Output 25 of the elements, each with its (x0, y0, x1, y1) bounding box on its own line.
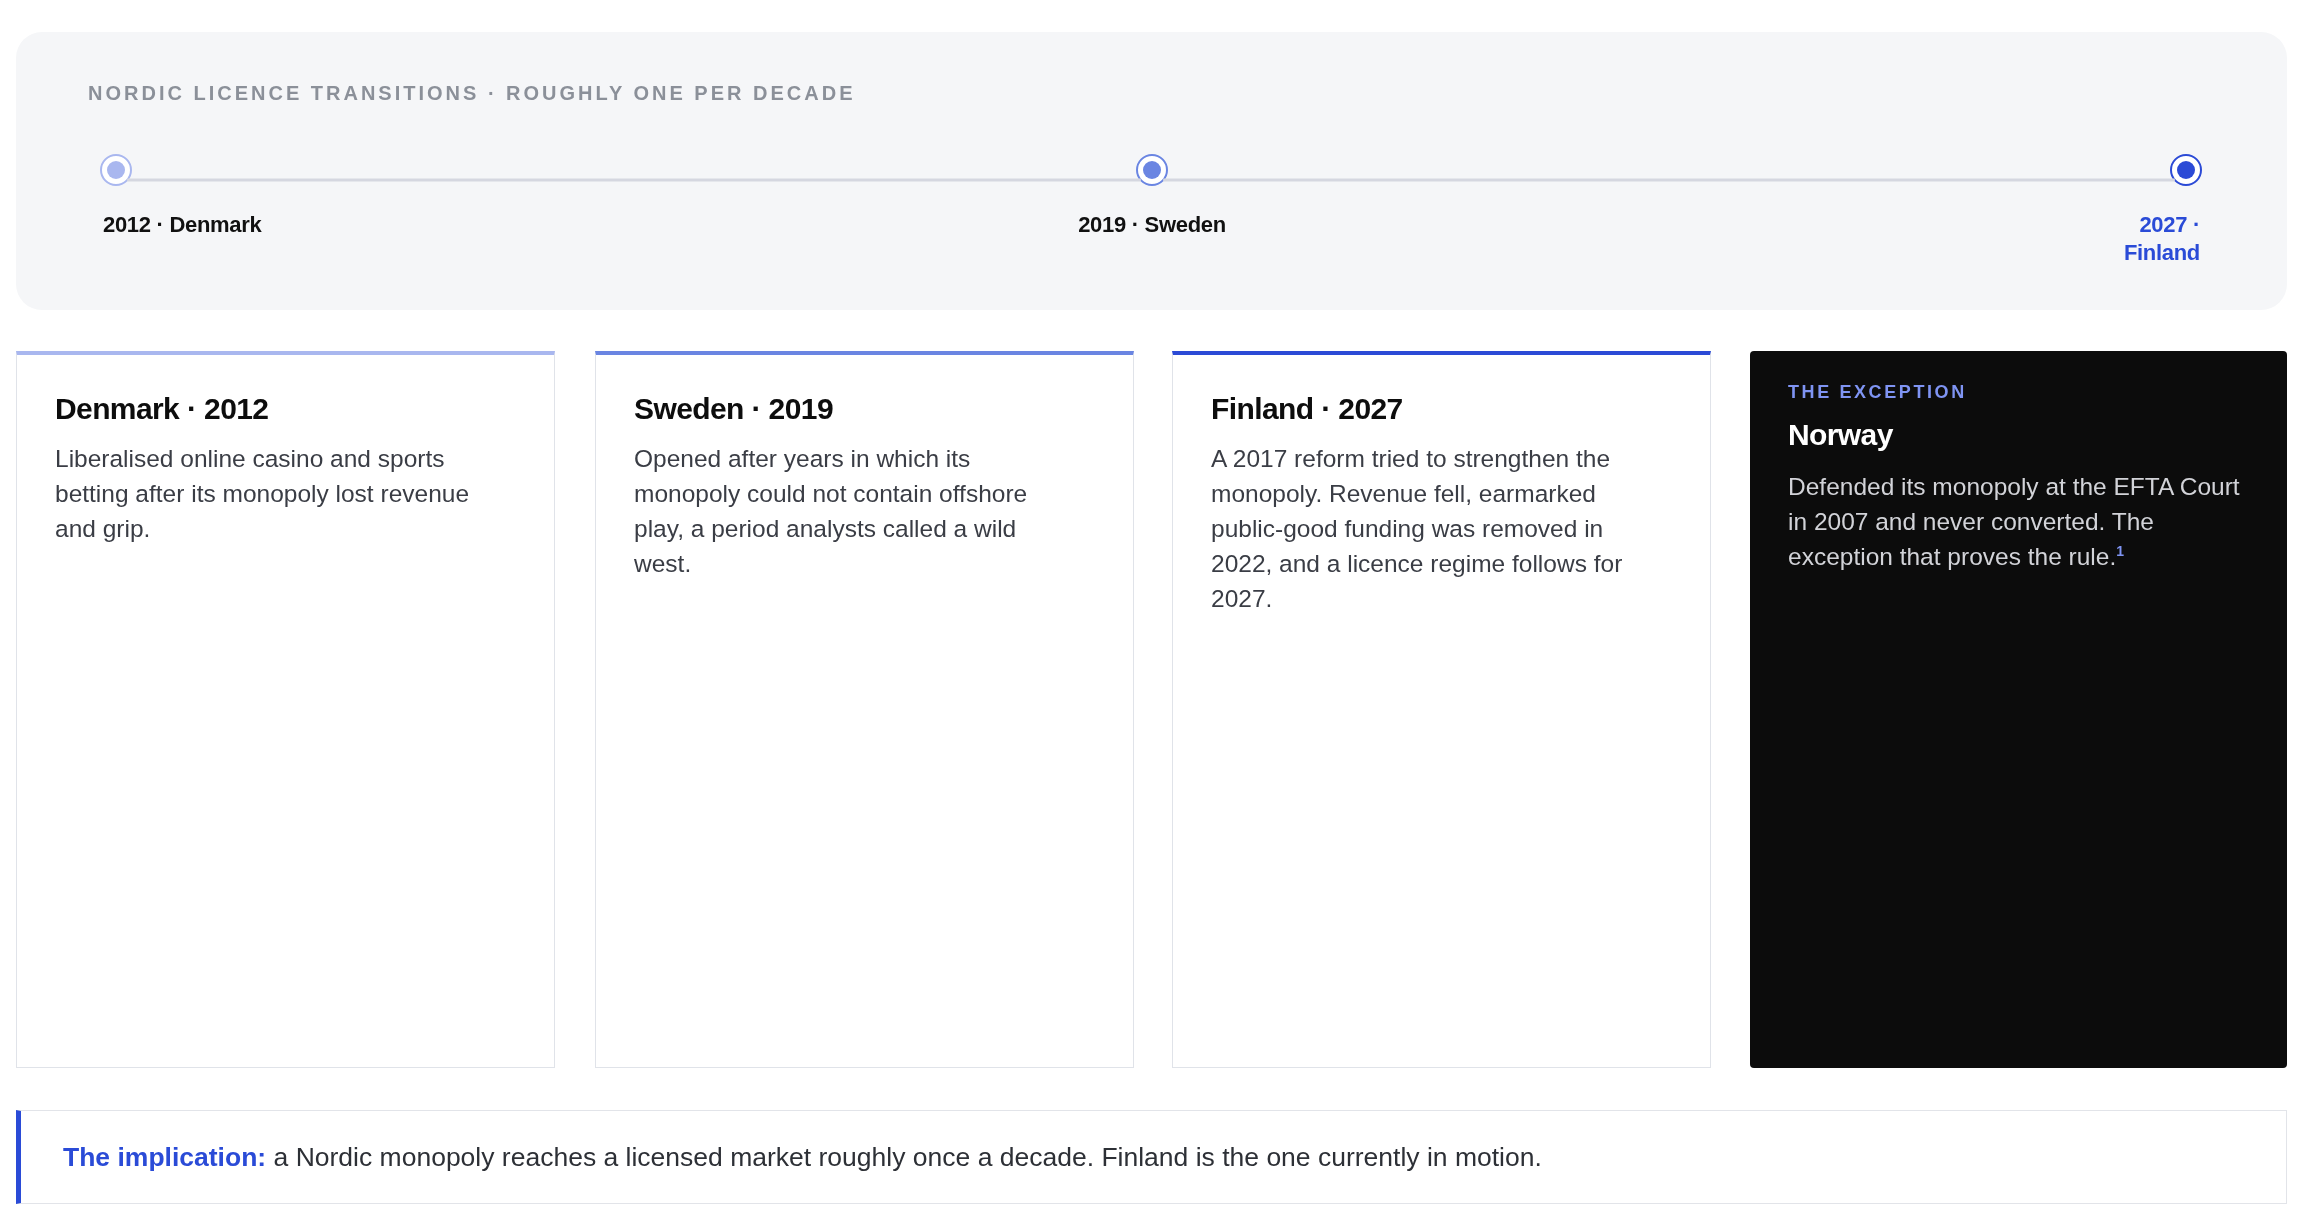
card-text: A 2017 reform tried to strengthen the monopoly. Revenue fell, earmarked public-good funding was removed in 2022, and a licence regime follows for 2027. (1211, 444, 1624, 614)
timeline-label: 2012 · Denmark (103, 211, 262, 239)
card-title: Denmark · 2012 (55, 391, 270, 427)
timeline-panel (16, 32, 2287, 310)
timeline-label: 2019 · Sweden (1077, 211, 1227, 239)
callout-text: The implication: a Nordic monopoly reaches a licensed market roughly once a decade. Finland is the one currently in motion. (63, 1141, 1542, 1173)
timeline-line (127, 178, 1141, 182)
country-card (1172, 351, 1711, 1068)
timeline-dot-icon (100, 154, 132, 186)
card-title: Sweden · 2019 (634, 391, 834, 427)
timeline-dot-icon (2170, 154, 2202, 186)
country-card (595, 351, 1134, 1068)
card-kicker: THE EXCEPTION (1788, 381, 1968, 403)
exception-card (1750, 351, 2287, 1068)
timeline-dot-icon (1136, 154, 1168, 186)
implication-callout (16, 1110, 2287, 1204)
card-text: Opened after years in which its monopoly could not contain offshore play, a period analysts called a wild west. (634, 444, 1029, 579)
timeline-label: 2027 · Finland (2122, 211, 2200, 267)
panel-heading: NORDIC LICENCE TRANSITIONS · ROUGHLY ONE PER DECADE (88, 82, 856, 105)
card-text: Liberalised online casino and sports betting after its monopoly lost revenue and grip. (55, 444, 470, 544)
card-title: Norway (1788, 417, 1894, 453)
card-text: Defended its monopoly at the EFTA Court in 2007 and never converted. The exception that proves the rule.$^{1}$ (1788, 472, 2241, 572)
card-title: Finland · 2027 (1211, 391, 1404, 427)
country-card (16, 351, 555, 1068)
timeline-line (1163, 178, 2175, 182)
